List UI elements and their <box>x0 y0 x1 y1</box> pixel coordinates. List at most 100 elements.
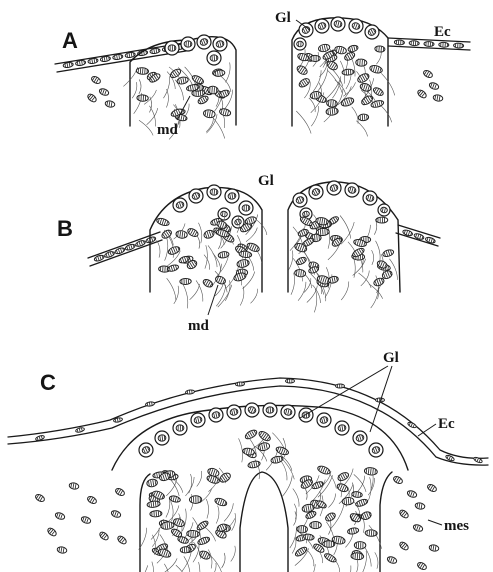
panel-b: B Gl md <box>57 173 440 334</box>
cell-nucleus <box>295 256 307 266</box>
cell-nucleus <box>310 521 322 528</box>
cell-nucleus <box>398 509 409 520</box>
cell-nucleus <box>351 553 364 560</box>
cell-nucleus <box>186 530 199 538</box>
panel-c: C Gl Ec mes <box>8 350 488 572</box>
cell-nucleus <box>168 45 176 51</box>
cell-nucleus <box>257 430 271 443</box>
cell-nucleus <box>46 527 57 538</box>
cell-nucleus <box>429 544 439 552</box>
cell-nucleus <box>202 278 214 289</box>
cell-nucleus <box>296 64 309 76</box>
cell-nucleus <box>351 491 362 498</box>
panel-a-label-ec: Ec <box>434 24 451 40</box>
cell-nucleus <box>412 524 423 533</box>
cell-nucleus <box>416 561 427 571</box>
cell-nucleus <box>428 82 439 91</box>
cell-nucleus <box>210 189 218 196</box>
cell-nucleus <box>270 455 283 464</box>
cell-nucleus <box>426 483 437 493</box>
cell-nucleus <box>176 76 188 85</box>
cell-nucleus <box>218 251 230 259</box>
cell-nucleus <box>356 59 368 67</box>
panel-a-ectoderm-right <box>388 38 470 50</box>
cell-nucleus <box>189 496 201 504</box>
cell-nucleus <box>433 94 443 102</box>
cell-nucleus <box>98 531 109 542</box>
panel-b-letter: B <box>57 216 73 241</box>
cell-nucleus <box>110 510 121 519</box>
panel-a-plate-right <box>292 17 395 136</box>
cell-nucleus <box>203 109 216 118</box>
cell-nucleus <box>176 425 184 431</box>
cell-nucleus <box>257 442 270 452</box>
cell-nucleus <box>310 55 321 61</box>
cell-nucleus <box>323 552 337 563</box>
panel-c-neural-plate <box>112 403 408 572</box>
cell-nucleus <box>376 217 388 223</box>
cell-nucleus <box>317 465 331 476</box>
cell-nucleus <box>373 277 385 287</box>
cell-nucleus <box>185 390 194 395</box>
panel-c-leader-gl-1 <box>300 366 388 418</box>
cell-nucleus <box>54 512 65 521</box>
cell-nucleus <box>244 216 257 226</box>
cell-nucleus <box>392 475 403 485</box>
panel-b-label-gl: Gl <box>258 173 274 189</box>
panel-b-label-md: md <box>188 318 209 334</box>
cell-nucleus <box>136 67 149 74</box>
cell-nucleus <box>266 407 274 414</box>
cell-nucleus <box>239 251 252 258</box>
cell-nucleus <box>98 88 109 97</box>
cell-nucleus <box>364 467 378 475</box>
cell-nucleus <box>336 384 345 388</box>
cell-nucleus <box>275 445 289 456</box>
panel-a-letter: A <box>62 28 78 53</box>
cell-nucleus <box>69 482 79 490</box>
cell-nucleus <box>137 95 149 102</box>
cell-nucleus <box>365 530 377 537</box>
cell-nucleus <box>340 96 355 107</box>
cell-nucleus <box>297 41 304 47</box>
cell-nucleus <box>203 229 215 239</box>
cell-nucleus <box>220 211 227 217</box>
cell-nucleus <box>214 497 228 507</box>
cell-nucleus <box>406 490 417 499</box>
cell-nucleus <box>359 82 372 92</box>
cell-nucleus <box>114 487 125 497</box>
cell-nucleus <box>206 474 220 484</box>
cell-nucleus <box>318 43 331 52</box>
cell-nucleus <box>210 55 218 62</box>
cell-nucleus <box>208 86 219 94</box>
panel-b-plate-right <box>288 181 400 312</box>
cell-nucleus <box>34 493 45 503</box>
panel-c-label-gl: Gl <box>383 350 399 366</box>
cell-nucleus <box>105 100 115 108</box>
cell-nucleus <box>380 207 388 214</box>
cell-nucleus <box>176 230 188 239</box>
cell-nucleus <box>235 382 244 386</box>
cell-nucleus <box>146 479 158 488</box>
cell-nucleus <box>336 482 349 493</box>
cell-nucleus <box>172 517 185 528</box>
cell-nucleus <box>473 456 483 463</box>
cell-nucleus <box>398 541 409 552</box>
cell-nucleus <box>180 546 190 553</box>
cell-nucleus <box>311 480 324 490</box>
panel-c-mesoderm <box>34 475 439 571</box>
cell-nucleus <box>219 108 232 117</box>
cell-nucleus <box>360 510 372 520</box>
cell-nucleus <box>228 192 237 200</box>
cell-nucleus <box>324 511 336 522</box>
panel-a: A Gl Ec md <box>55 10 470 139</box>
cell-nucleus <box>316 228 329 236</box>
cell-nucleus <box>453 43 463 48</box>
cell-nucleus <box>294 546 308 558</box>
cell-nucleus <box>242 205 250 211</box>
cell-nucleus <box>180 278 191 284</box>
cell-nucleus <box>354 541 366 549</box>
cell-nucleus <box>156 217 170 227</box>
cell-nucleus <box>294 269 306 277</box>
cell-nucleus <box>342 497 354 505</box>
